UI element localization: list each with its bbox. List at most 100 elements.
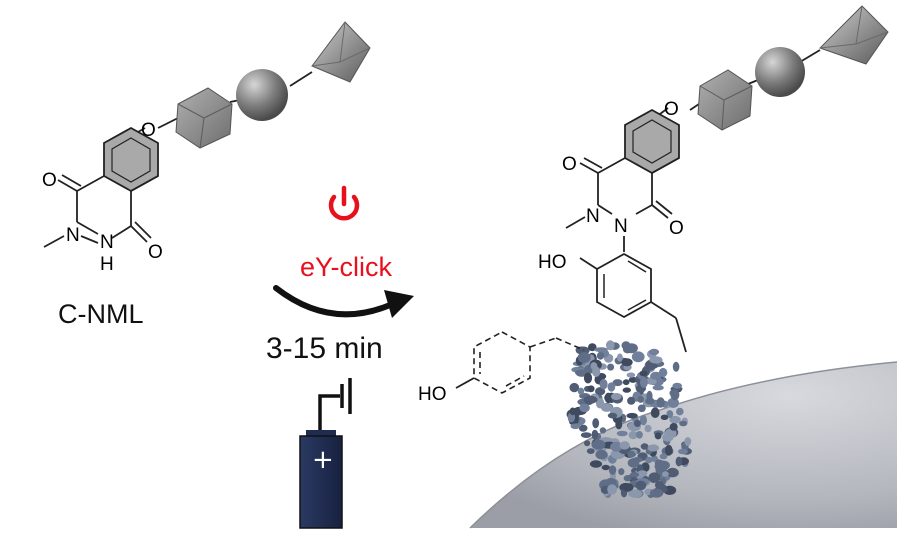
tyrosine-residue: HO bbox=[418, 331, 585, 405]
protein-atom bbox=[635, 431, 643, 439]
battery-icon: + bbox=[299, 378, 352, 529]
power-icon bbox=[328, 185, 360, 221]
protein-atom bbox=[583, 372, 593, 384]
protein-atom bbox=[666, 467, 679, 478]
protein-atom bbox=[607, 363, 615, 371]
protein-atom bbox=[654, 481, 665, 490]
protein-atom bbox=[599, 379, 608, 390]
conjugate-structure: O O O N N HO H bbox=[418, 99, 687, 405]
protein-atom bbox=[667, 397, 679, 408]
protein-atom bbox=[678, 448, 688, 455]
protein-atom bbox=[666, 410, 674, 419]
atom-oxygen-carbonyl-3: O bbox=[562, 154, 577, 175]
glycan-octahedron-icon bbox=[311, 21, 371, 83]
protein-atom bbox=[595, 449, 608, 460]
protein-atom bbox=[591, 429, 599, 440]
protein-atom bbox=[645, 397, 655, 405]
protein-atom bbox=[594, 347, 608, 353]
atom-oxygen-carbonyl-4: O bbox=[669, 218, 684, 239]
protein-atom bbox=[575, 369, 589, 376]
protein-atom bbox=[626, 412, 638, 419]
protein-atom bbox=[611, 393, 622, 400]
atom-oxygen-ether-2: O bbox=[664, 99, 679, 120]
protein-atom bbox=[619, 441, 630, 450]
reaction-method-label: eY-click bbox=[300, 252, 393, 282]
protein-atom bbox=[601, 464, 610, 471]
protein-atom bbox=[640, 376, 648, 388]
protein-atom bbox=[607, 412, 618, 419]
protein-atom bbox=[676, 407, 684, 416]
protein-atom bbox=[607, 382, 616, 392]
protein-atom bbox=[628, 489, 642, 498]
atom-hydroxyl-tyrosine: HO bbox=[418, 384, 447, 405]
protein-atom bbox=[596, 351, 605, 360]
protein-atom bbox=[588, 343, 597, 352]
protein-atom bbox=[583, 395, 598, 404]
protein-atom bbox=[622, 387, 631, 393]
protein-atom bbox=[637, 470, 648, 477]
protein-atom bbox=[675, 456, 683, 467]
protein-atom bbox=[577, 352, 591, 363]
protein-atom bbox=[621, 341, 631, 350]
protein-atom bbox=[665, 444, 673, 456]
electrode-sign: + bbox=[312, 445, 334, 475]
protein-atom bbox=[649, 488, 664, 498]
compound-label: C-NML bbox=[58, 299, 144, 329]
protein-atom bbox=[648, 472, 661, 483]
protein-atom bbox=[659, 453, 668, 460]
protein-atom bbox=[637, 395, 644, 403]
protein-atom bbox=[623, 475, 632, 482]
protein-atom bbox=[629, 472, 640, 478]
atom-nitrogen-h: N bbox=[100, 232, 114, 253]
protein-atom bbox=[591, 439, 606, 450]
glycan-sphere-icon bbox=[755, 47, 805, 97]
protein-atom bbox=[569, 407, 576, 416]
protein-atom bbox=[616, 430, 628, 437]
protein-atom bbox=[654, 432, 662, 440]
protein-atom bbox=[663, 485, 677, 495]
protein-atom bbox=[580, 432, 592, 438]
protein-atom bbox=[637, 404, 646, 413]
protein-atom bbox=[612, 379, 623, 387]
protein-atom bbox=[618, 468, 625, 476]
protein-atom bbox=[669, 423, 678, 431]
protein-atom bbox=[639, 415, 648, 426]
protein-atom bbox=[656, 378, 664, 386]
protein-atom bbox=[650, 371, 662, 380]
protein-atom bbox=[616, 353, 623, 362]
protein-atom bbox=[658, 460, 665, 469]
protein-atom bbox=[662, 433, 674, 442]
atom-hydrogen: H bbox=[100, 254, 114, 275]
protein-atom bbox=[627, 450, 636, 458]
glycan-chain-right bbox=[689, 5, 889, 131]
protein-atom bbox=[633, 419, 641, 427]
protein-atom bbox=[660, 414, 669, 420]
protein-atom bbox=[622, 379, 630, 386]
atom-nitrogen-aryl: N bbox=[614, 216, 628, 237]
protein-atom bbox=[628, 431, 638, 440]
protein-atom bbox=[608, 465, 617, 475]
protein-atom bbox=[607, 484, 617, 495]
atom-oxygen-carbonyl-1: O bbox=[42, 170, 57, 191]
protein-atom bbox=[570, 423, 581, 430]
protein-atom bbox=[632, 457, 643, 463]
protein-atom bbox=[645, 456, 653, 464]
glycan-sphere-icon bbox=[236, 69, 288, 121]
protein-atom bbox=[649, 363, 658, 369]
protein-atom bbox=[649, 356, 663, 364]
atom-oxygen-carbonyl-2: O bbox=[148, 242, 163, 263]
protein-atom bbox=[684, 437, 692, 446]
protein-atom bbox=[621, 483, 634, 492]
protein-atom bbox=[649, 348, 660, 356]
atom-oxygen-ether: O bbox=[141, 120, 156, 141]
protein-atom bbox=[610, 441, 623, 452]
protein-atom bbox=[621, 358, 633, 367]
reaction-arrow bbox=[273, 285, 414, 318]
protein-atom bbox=[652, 385, 664, 391]
protein-icon bbox=[566, 340, 692, 499]
glycan-chain-left bbox=[157, 21, 371, 149]
protein-atom bbox=[631, 351, 645, 363]
glycan-cube-icon bbox=[697, 69, 753, 131]
protein-atom bbox=[644, 424, 652, 433]
protein-atom bbox=[626, 372, 636, 378]
